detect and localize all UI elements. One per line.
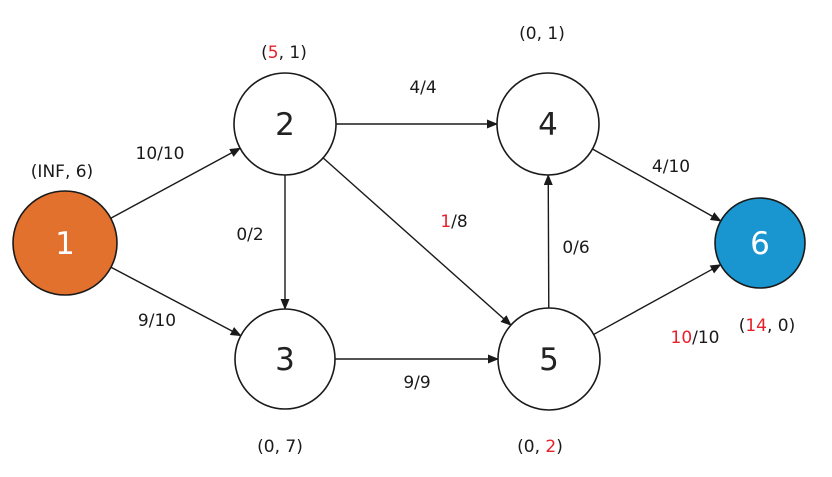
node-6-number: 6 bbox=[750, 226, 770, 262]
edge-3-5: 9/9 bbox=[335, 354, 499, 393]
node-3-annotation: (0, 7) bbox=[257, 437, 303, 457]
edge-4-6-arrow bbox=[592, 148, 722, 222]
node-4: 4 (0, 1) bbox=[496, 24, 600, 176]
edge-2-3-label: 0/2 bbox=[236, 225, 263, 245]
edge-5-6-label: 10/10 bbox=[671, 328, 720, 348]
node-5-annotation: (0, 2) bbox=[517, 437, 563, 457]
node-2: 2 (5, 1) bbox=[233, 43, 337, 176]
edge-2-3: 0/2 bbox=[236, 175, 290, 310]
edge-2-5: 1/8 bbox=[322, 157, 512, 326]
edge-3-5-label: 9/9 bbox=[403, 373, 430, 393]
node-3-number: 3 bbox=[275, 342, 295, 378]
edge-5-6: 10/10 bbox=[593, 264, 722, 348]
edge-2-4-label: 4/4 bbox=[409, 78, 436, 98]
node-3-circle bbox=[234, 308, 336, 410]
node-2-annotation: (5, 1) bbox=[261, 43, 307, 63]
node-6-circle bbox=[714, 197, 806, 289]
edge-4-6-label: 4/10 bbox=[652, 157, 690, 177]
node-3: 3 (0, 7) bbox=[234, 308, 336, 457]
edge-5-4-arrow bbox=[543, 173, 553, 309]
edge-5-6-arrow bbox=[593, 264, 722, 336]
edge-5-4: 0/6 bbox=[543, 173, 590, 309]
edge-1-3-arrow bbox=[110, 266, 242, 337]
node-1-circle bbox=[12, 190, 118, 296]
node-2-circle bbox=[233, 72, 337, 176]
node-5-circle bbox=[497, 307, 601, 411]
edge-1-3-label: 9/10 bbox=[138, 311, 176, 331]
edge-5-4-label: 0/6 bbox=[562, 238, 589, 258]
edge-1-2-arrow bbox=[110, 147, 242, 219]
node-6: 6 (14, 0) bbox=[714, 197, 806, 336]
node-5: 5 (0, 2) bbox=[497, 307, 601, 457]
node-1-number: 1 bbox=[55, 226, 75, 262]
edge-1-2-label: 10/10 bbox=[136, 144, 185, 164]
node-1: 1 (INF, 6) bbox=[12, 162, 118, 296]
node-1-annotation: (INF, 6) bbox=[31, 162, 93, 182]
edge-1-3: 9/10 bbox=[110, 266, 242, 337]
node-5-number: 5 bbox=[539, 342, 559, 378]
node-4-number: 4 bbox=[538, 107, 558, 143]
edge-2-5-arrow bbox=[322, 157, 512, 326]
edge-1-2: 10/10 bbox=[110, 144, 242, 219]
edge-4-6: 4/10 bbox=[592, 148, 722, 222]
node-4-circle bbox=[496, 72, 600, 176]
node-6-annotation: (14, 0) bbox=[739, 316, 796, 336]
node-4-annotation: (0, 1) bbox=[519, 24, 565, 44]
edge-2-5-label: 1/8 bbox=[440, 212, 467, 232]
edge-2-4: 4/4 bbox=[336, 78, 498, 129]
node-2-number: 2 bbox=[275, 107, 295, 143]
